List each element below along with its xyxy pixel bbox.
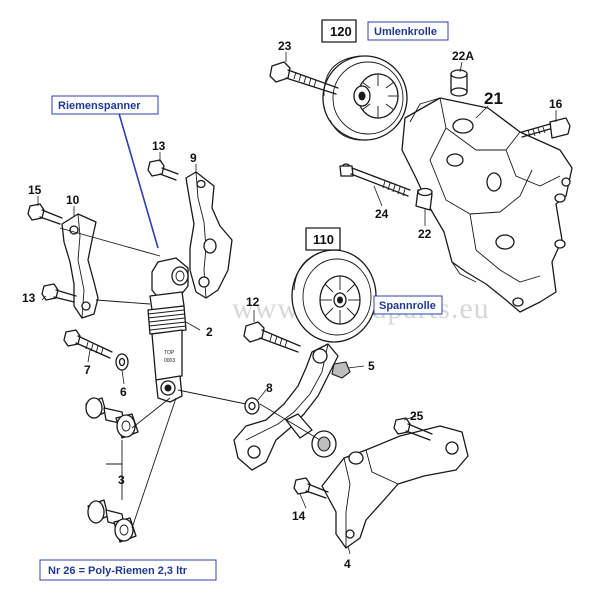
- callout-13-lower: 13: [22, 291, 36, 305]
- washer-6: [115, 353, 129, 371]
- bushing-22: [415, 187, 433, 211]
- washer-8: [244, 397, 260, 415]
- bolt-15: [27, 203, 63, 225]
- label-umlenkrolle-box: [367, 21, 449, 41]
- label-spannrolle-box: [373, 295, 443, 315]
- bolt-13-lower: [41, 283, 77, 303]
- bracket-21: [401, 97, 573, 313]
- leader-lines: [37, 52, 557, 555]
- pulley-110: [291, 249, 377, 343]
- callout-12: 12: [246, 295, 260, 309]
- bracket-9: [185, 171, 233, 299]
- note-poly-riemen: Nr 26 = Poly-Riemen 2,3 ltr: [48, 565, 188, 577]
- bushing-3-upper: [85, 397, 139, 439]
- bolt-12: [243, 321, 301, 353]
- bushing-22a: [450, 69, 468, 97]
- tensioner-top-mark: TOP: [164, 350, 175, 356]
- belt-tensioner-2: TOP 0003: [147, 257, 189, 403]
- callout-8: 8: [266, 381, 273, 395]
- label-umlenkrolle: Umlenkrolle: [374, 26, 437, 38]
- labels: Riemenspanner Umlenkrolle Spannrolle Nr …: [39, 21, 449, 581]
- callout-9: 9: [190, 151, 197, 165]
- callout-16: 16: [549, 97, 563, 111]
- bolt-14: [293, 477, 329, 499]
- callout-5: 5: [368, 359, 375, 373]
- riemenspanner-leader: [117, 109, 159, 249]
- pivot-bushing: [311, 430, 337, 458]
- callout-120: 120: [330, 24, 352, 39]
- bolt-16: [521, 117, 571, 139]
- bolt-23: [269, 61, 339, 95]
- note-box: [39, 559, 217, 581]
- label-riemenspanner-box: [51, 95, 159, 115]
- callouts: 120 110 23 22A 21 16 24 22 13 9 15 10 13…: [22, 19, 563, 571]
- label-spannrolle: Spannrolle: [379, 300, 436, 312]
- callout-110: 110: [313, 232, 334, 247]
- plate-10: [61, 213, 99, 319]
- bolt-24: [339, 163, 411, 197]
- label-riemenspanner: Riemenspanner: [58, 100, 141, 112]
- nut-5: [331, 361, 351, 379]
- callout-7: 7: [84, 363, 91, 377]
- tensioner-code-mark: 0003: [164, 358, 175, 364]
- callout-110-box: [305, 227, 341, 251]
- callout-120-box: [321, 19, 357, 43]
- bolt-25: [393, 417, 433, 441]
- callout-21: 21: [484, 89, 503, 108]
- callout-22a: 22A: [452, 49, 474, 63]
- callout-10: 10: [66, 193, 80, 207]
- bolt-7: [63, 329, 113, 359]
- bolt-13-upper: [147, 159, 179, 181]
- callout-6: 6: [120, 385, 127, 399]
- callout-3: 3: [118, 473, 125, 487]
- bushing-3-lower: [87, 499, 137, 543]
- pulley-120: [322, 55, 408, 141]
- tensioner-arm-5: [233, 343, 339, 471]
- callout-23: 23: [278, 39, 292, 53]
- callout-15: 15: [28, 183, 42, 197]
- callout-2: 2: [206, 325, 213, 339]
- callout-22: 22: [418, 227, 432, 241]
- callout-14: 14: [292, 509, 306, 523]
- callout-25: 25: [410, 409, 424, 423]
- bracket-4: [321, 425, 469, 549]
- callout-4: 4: [344, 557, 351, 571]
- callout-24: 24: [375, 207, 389, 221]
- callout-13-upper: 13: [152, 139, 166, 153]
